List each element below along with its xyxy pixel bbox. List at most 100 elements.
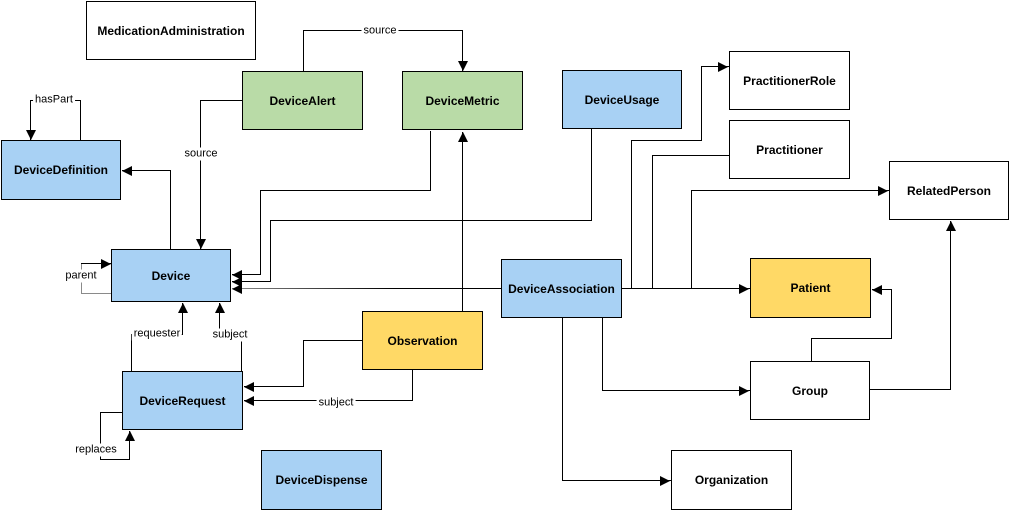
edge-device-devicedefinition-segment xyxy=(170,170,171,250)
node-label: DeviceAssociation xyxy=(508,281,615,296)
node-label: Observation xyxy=(387,333,458,348)
edge-metric-device-segment xyxy=(430,131,431,191)
node-label: DeviceDispense xyxy=(275,473,368,487)
edge-group-patient-segment xyxy=(811,338,812,362)
edge-group-patient-arrowhead-icon xyxy=(872,284,882,295)
edge-source-alert-device-arrowhead-icon xyxy=(195,239,206,249)
edge-label-subject-request-device: subject xyxy=(210,328,250,342)
edge-group-patient-segment xyxy=(891,289,892,339)
edge-association-organization-segment xyxy=(562,480,671,481)
node-label: DeviceAlert xyxy=(269,93,336,108)
node-label: DeviceUsage xyxy=(584,92,660,107)
edge-association-practitionerrole-segment xyxy=(631,140,702,141)
node-practitioner[interactable]: Practitioner xyxy=(729,120,850,179)
edge-label-subject-observation-request: subject xyxy=(316,396,356,410)
edge-usage-device-segment xyxy=(591,129,592,221)
edge-subject-request-device-segment xyxy=(241,335,242,372)
edge-metric-device-arrowhead-icon xyxy=(232,269,242,280)
edge-requester-segment xyxy=(131,334,132,372)
edge-usage-device-segment xyxy=(270,220,271,282)
edge-group-relatedperson-segment xyxy=(950,221,951,390)
edge-replaces-segment xyxy=(100,412,123,413)
edge-has-part-segment xyxy=(80,100,81,141)
edge-association-practitionerrole-segment xyxy=(631,140,632,289)
edge-association-organization-arrowhead-icon xyxy=(660,475,670,486)
edge-source-alert-device-segment xyxy=(200,100,201,250)
edge-association-practitionerrole-segment xyxy=(701,66,729,67)
edge-association-practitionerrole-arrowhead-icon xyxy=(718,61,728,72)
edge-association-patient-segment xyxy=(622,288,750,289)
edge-label-has-part: hasPart xyxy=(33,93,75,107)
node-group[interactable]: Group xyxy=(750,361,870,420)
node-label: Group xyxy=(792,383,828,398)
edge-device-devicedefinition-arrowhead-icon xyxy=(122,165,132,176)
edge-association-relatedperson-segment xyxy=(691,190,692,289)
edge-device-devicedefinition-segment xyxy=(122,170,171,171)
edge-association-group-segment xyxy=(602,390,750,391)
edge-has-part-segment xyxy=(30,100,31,141)
edge-association-device-arrowhead-icon xyxy=(232,283,242,294)
edge-requester-arrowhead-icon xyxy=(177,303,188,313)
edge-replaces-segment xyxy=(100,459,130,460)
edge-parent-arrowhead-icon xyxy=(101,258,111,269)
edge-association-practitionerrole-segment xyxy=(701,66,702,141)
edge-group-patient-segment xyxy=(872,289,892,290)
edge-association-relatedperson-arrowhead-icon xyxy=(878,185,888,196)
node-label: MedicationAdministration xyxy=(97,23,245,38)
edge-subject-observation-request-arrowhead-icon xyxy=(244,395,254,406)
node-device-alert[interactable]: DeviceAlert xyxy=(242,71,363,130)
node-label: DeviceDefinition xyxy=(13,163,109,177)
node-label: DeviceMetric xyxy=(425,93,500,108)
edge-usage-device-arrowhead-icon xyxy=(232,276,242,287)
node-device-association[interactable]: DeviceAssociation xyxy=(501,259,622,318)
node-label: DeviceRequest xyxy=(139,393,226,408)
edge-association-relatedperson-segment xyxy=(691,190,889,191)
node-label: PractitionerRole xyxy=(743,73,836,88)
edge-label-requester: requester xyxy=(131,327,183,341)
node-device-definition[interactable]: DeviceDefinition xyxy=(1,140,121,200)
edge-source-alert-metric-segment xyxy=(462,30,463,72)
edge-subject-request-device-segment xyxy=(219,303,220,336)
node-practitioner-role[interactable]: PractitionerRole xyxy=(729,51,850,110)
node-device-usage[interactable]: DeviceUsage xyxy=(562,70,682,129)
edge-observation-request-segment xyxy=(303,340,304,387)
node-organization[interactable]: Organization xyxy=(671,450,792,510)
edge-metric-device-segment xyxy=(260,190,261,275)
edge-observation-metric-arrowhead-icon xyxy=(457,132,468,142)
node-device[interactable]: Device xyxy=(111,249,231,302)
node-device-dispense[interactable]: DeviceDispense xyxy=(261,450,382,510)
edge-replaces-segment xyxy=(100,412,101,460)
edge-observation-request-segment xyxy=(244,386,304,387)
edge-parent-segment xyxy=(81,293,112,294)
node-device-request[interactable]: DeviceRequest xyxy=(122,371,243,430)
edge-subject-request-device-arrowhead-icon xyxy=(214,303,225,313)
edge-source-alert-metric-arrowhead-icon xyxy=(457,61,468,71)
edge-usage-device-segment xyxy=(232,281,271,282)
node-medication-administration[interactable]: MedicationAdministration xyxy=(86,1,256,60)
edge-group-relatedperson-arrowhead-icon xyxy=(945,221,956,231)
edge-subject-observation-request-segment xyxy=(412,370,413,401)
edge-association-group-segment xyxy=(602,318,603,391)
edge-observation-request-arrowhead-icon xyxy=(244,381,254,392)
edge-source-alert-device-segment xyxy=(200,100,243,101)
edge-has-part-arrowhead-icon xyxy=(25,130,36,140)
edge-association-practitioner-segment xyxy=(652,155,730,156)
edge-usage-device-segment xyxy=(270,220,592,221)
edge-label-parent: parent xyxy=(63,269,99,283)
node-label: Organization xyxy=(694,473,769,487)
node-label: Practitioner xyxy=(756,142,823,157)
edge-parent-segment xyxy=(81,263,112,264)
node-device-metric[interactable]: DeviceMetric xyxy=(402,71,523,130)
edge-association-group-arrowhead-icon xyxy=(739,385,749,396)
edge-replaces-segment xyxy=(129,431,130,460)
edge-observation-metric-segment xyxy=(462,132,463,312)
node-patient[interactable]: Patient xyxy=(750,258,871,318)
node-label: Patient xyxy=(790,281,831,295)
edge-association-practitioner-segment xyxy=(652,155,653,289)
node-related-person[interactable]: RelatedPerson xyxy=(889,161,1009,220)
edge-label-source-alert-device: source xyxy=(182,147,220,161)
node-label: Device xyxy=(151,268,191,283)
node-label: RelatedPerson xyxy=(906,183,992,198)
node-observation[interactable]: Observation xyxy=(362,311,483,370)
